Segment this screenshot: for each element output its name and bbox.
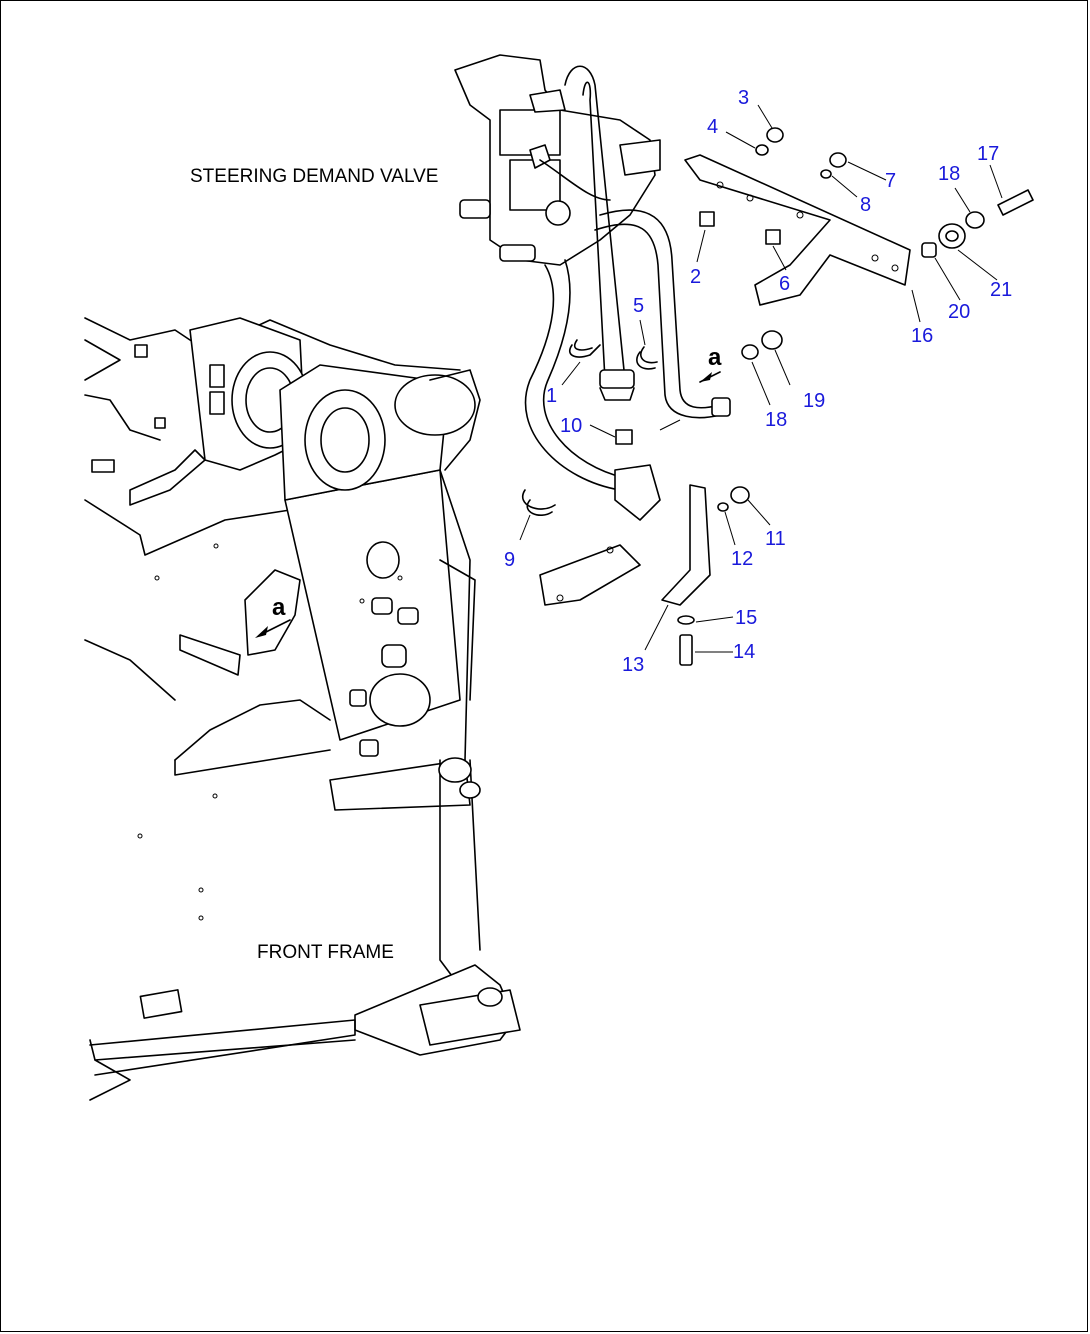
callout-18-top: 18 <box>938 163 960 185</box>
callout-11: 11 <box>765 528 786 550</box>
steering-valve-drawing <box>454 54 731 521</box>
callout-5: 5 <box>633 295 644 317</box>
callout-15: 15 <box>735 607 757 629</box>
view-a-label-left: a <box>272 594 286 621</box>
callout-2: 2 <box>690 266 701 288</box>
view-arrows <box>255 371 721 638</box>
callout-6: 6 <box>779 273 790 295</box>
callout-20: 20 <box>948 301 970 323</box>
callout-13: 13 <box>622 654 644 676</box>
callout-3: 3 <box>738 87 749 109</box>
callout-8: 8 <box>860 194 871 216</box>
callout-19: 19 <box>803 390 825 412</box>
callout-1: 1 <box>546 385 557 407</box>
callout-numbers: 1 2 3 4 5 6 7 8 9 10 11 12 13 14 15 16 1… <box>504 87 1012 676</box>
callout-12: 12 <box>731 548 753 570</box>
front-frame-drawing <box>84 317 521 1101</box>
callout-21: 21 <box>990 279 1012 301</box>
callout-16: 16 <box>911 325 933 347</box>
leader-lines <box>519 104 1003 653</box>
callout-9: 9 <box>504 549 515 571</box>
callout-18-bottom: 18 <box>765 409 787 431</box>
callout-10: 10 <box>560 415 582 437</box>
front-frame-label: FRONT FRAME <box>257 942 394 963</box>
hardware-parts <box>522 127 1034 666</box>
callout-7: 7 <box>885 170 896 192</box>
callout-17: 17 <box>977 143 999 165</box>
steering-valve-label: STEERING DEMAND VALVE <box>190 166 438 187</box>
view-a-label-right: a <box>708 344 722 371</box>
callout-14: 14 <box>733 641 755 663</box>
callout-4: 4 <box>707 116 718 138</box>
